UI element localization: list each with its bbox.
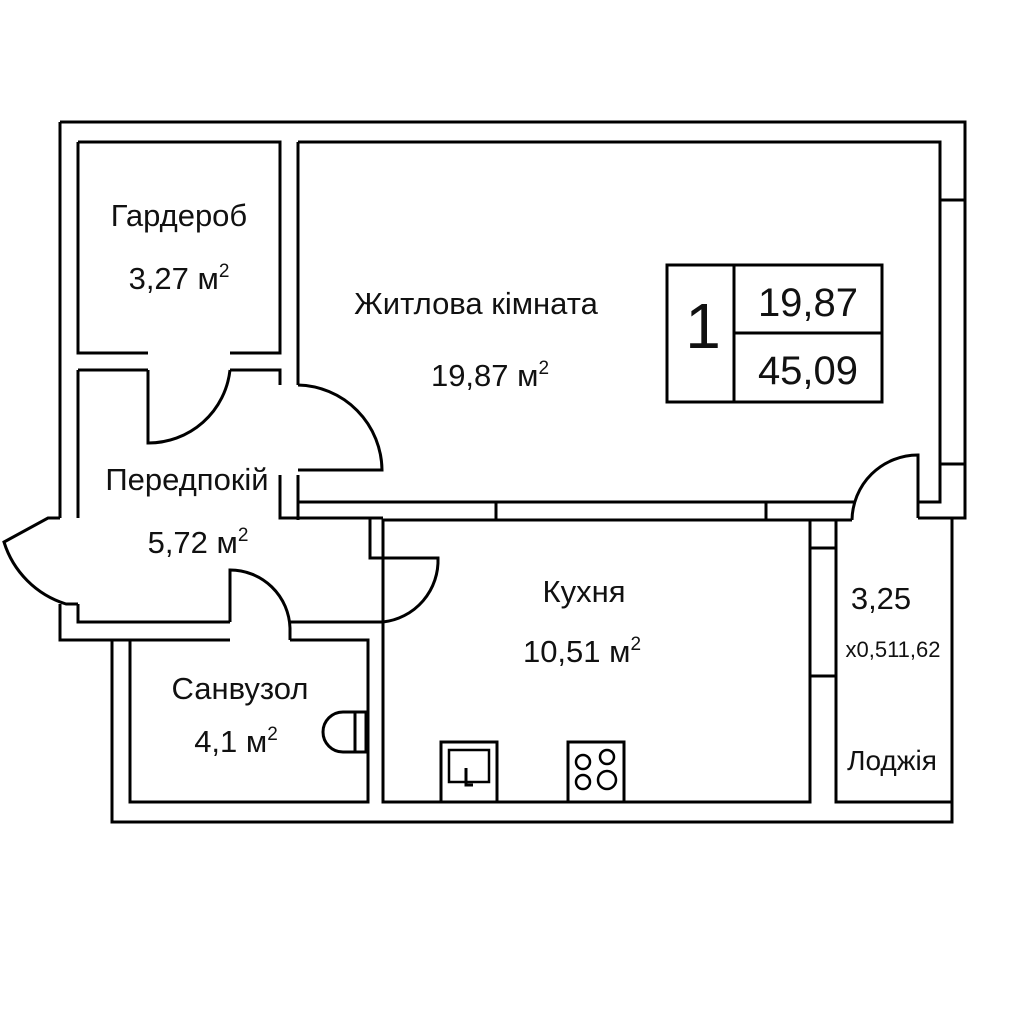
kitchen-sink-icon [439,740,499,804]
loggia-coefficient: x0,511,62 [845,637,940,662]
room-hallway: Передпокій 5,72 м2 [105,462,268,560]
outer-walls [58,120,967,824]
room-name: Кухня [543,574,626,609]
room-name: Гардероб [111,198,247,233]
room-area: 10,51 м2 [523,634,641,669]
living-area-value: 19,87 [758,281,858,325]
room-bathroom: Санвузол 4,1 м2 [172,671,309,759]
room-area: 5,72 м2 [148,525,249,560]
room-name: Житлова кімната [354,286,598,321]
room-name: Лоджія [847,745,937,776]
entrance-door [2,516,78,606]
room-living: Житлова кімната 19,87 м2 [354,286,598,393]
bathroom-door [228,568,292,640]
room-name: Передпокій [105,462,268,497]
stove-burners-icon [566,740,626,804]
room-loggia: 3,25 x0,511,62 Лоджія [845,581,940,776]
room-wardrobe: Гардероб 3,27 м2 [111,198,247,296]
toilet-icon [321,710,368,754]
kitchen-door [382,556,440,624]
wardrobe-door [146,369,232,445]
total-area-value: 45,09 [758,349,858,393]
room-area: 19,87 м2 [431,358,549,393]
rooms-count: 1 [685,290,721,362]
living-door [297,383,384,472]
loggia-area: 3,25 [851,581,911,616]
loggia-door [850,453,920,521]
room-area: 3,27 м2 [129,261,230,296]
doors [2,369,920,640]
room-area: 4,1 м2 [194,724,278,759]
room-name: Санвузол [172,671,309,706]
summary-box: 1 19,87 45,09 [665,263,884,404]
room-kitchen: Кухня 10,51 м2 [523,574,641,669]
